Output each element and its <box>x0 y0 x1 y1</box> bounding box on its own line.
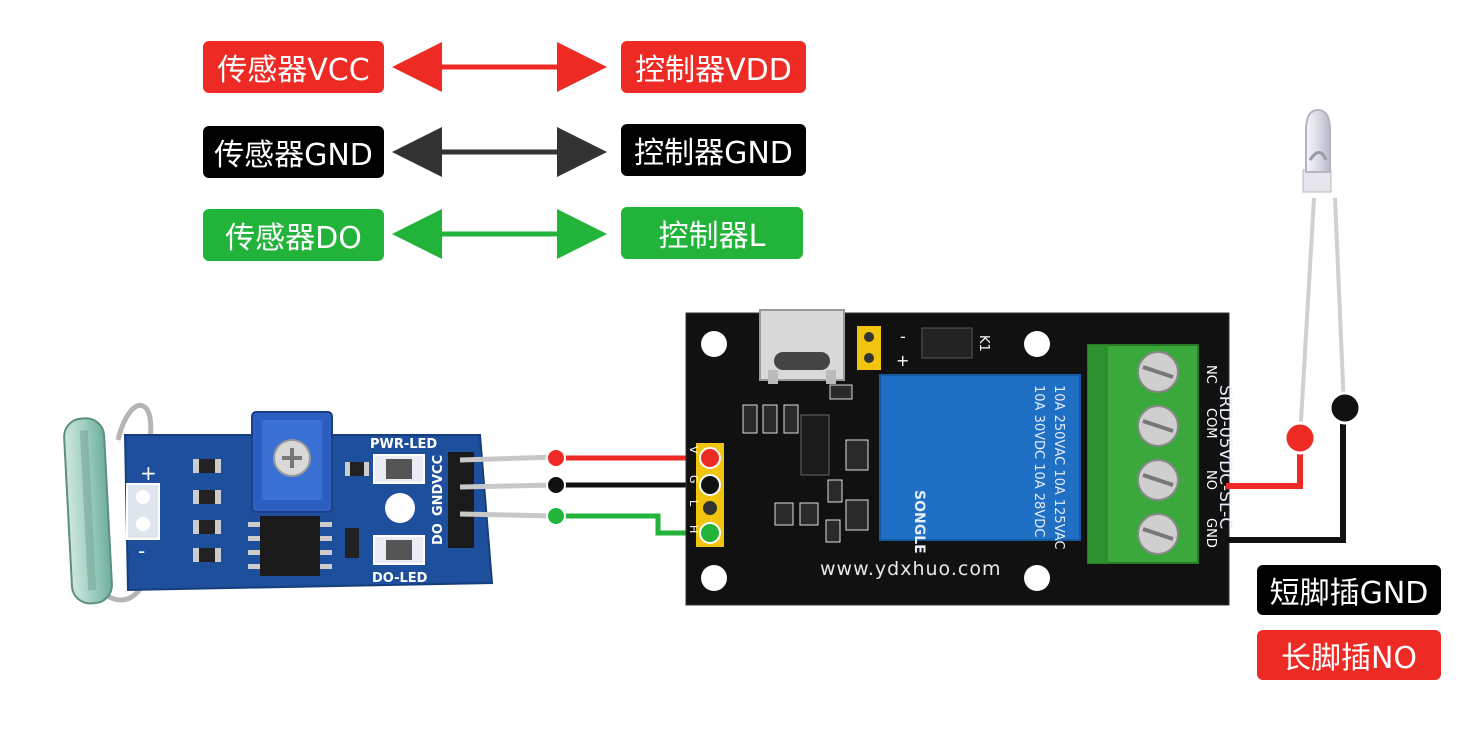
watermark: www.ydxhuo.com <box>820 558 1002 580</box>
relay-component: SRD-05VDC-SL-C 10A 250VAC 10A 125VAC 10A… <box>879 374 1235 554</box>
sensor-pin-vcc-label: VCC <box>431 455 446 484</box>
relay-brand-text: SONGLE <box>911 490 927 554</box>
sensor-pin-do-label: DO <box>431 523 446 545</box>
legend-controller-l: 控制器L <box>621 207 803 259</box>
terminal-com-label: COM <box>1203 408 1218 439</box>
jumper-plus-label: + <box>896 351 909 370</box>
do-led-label: DO-LED <box>372 571 428 586</box>
usb-c-port <box>759 309 845 384</box>
relay-module: - + K1 V G L H SRD-05VDC-SL-C <box>685 309 1235 606</box>
sensor-minus-label: - <box>138 539 145 563</box>
led-short-leg-dot <box>1328 391 1362 425</box>
potentiometer <box>251 411 333 513</box>
relay-pin-h-label: H <box>687 525 700 533</box>
pwr-led-label: PWR-LED <box>370 437 437 452</box>
terminal-nc-label: NC <box>1203 365 1218 384</box>
reed-sensor-module: + - PWR-LED DO-LED DO <box>63 403 556 605</box>
reed-glass-tube <box>63 417 113 605</box>
led-bulb <box>1298 108 1346 439</box>
sensor-pin-header <box>448 452 474 548</box>
legend-sensor-vcc: 传感器VCC <box>203 41 384 93</box>
k1-label: K1 <box>976 335 991 352</box>
terminal-gnd-label: GND <box>1203 518 1218 548</box>
legend-sensor-do: 传感器DO <box>203 209 384 261</box>
relay-rating-2: 10A 30VDC 10A 28VDC <box>1031 385 1046 537</box>
relay-pin-l-label: L <box>687 500 700 507</box>
jumper-wires <box>546 448 709 536</box>
led-long-leg-label: 长脚插NO <box>1257 630 1441 680</box>
legend-sensor-gnd: 传感器GND <box>203 126 384 178</box>
screw-terminal-block <box>1087 344 1199 564</box>
relay-pin-g-label: G <box>687 475 700 484</box>
led-short-leg-label: 短脚插GND <box>1257 565 1441 615</box>
sensor-pin-gnd-label: GND <box>431 483 446 516</box>
legend-controller-vdd: 控制器VDD <box>621 41 806 93</box>
terminal-no-label: NO <box>1203 470 1218 490</box>
relay-rating-1: 10A 250VAC 10A 125VAC <box>1051 385 1066 550</box>
led-short-leg-wire <box>1226 410 1346 543</box>
relay-pin-v-label: V <box>687 446 700 454</box>
comparator-ic <box>260 516 320 576</box>
led-long-leg-dot <box>1283 421 1317 455</box>
legend-controller-gnd: 控制器GND <box>621 124 806 176</box>
led-long-leg-wire <box>1226 440 1303 489</box>
jumper-minus-label: - <box>900 327 906 346</box>
sensor-plus-label: + <box>140 461 157 485</box>
relay-model-text: SRD-05VDC-SL-C <box>1215 385 1235 529</box>
